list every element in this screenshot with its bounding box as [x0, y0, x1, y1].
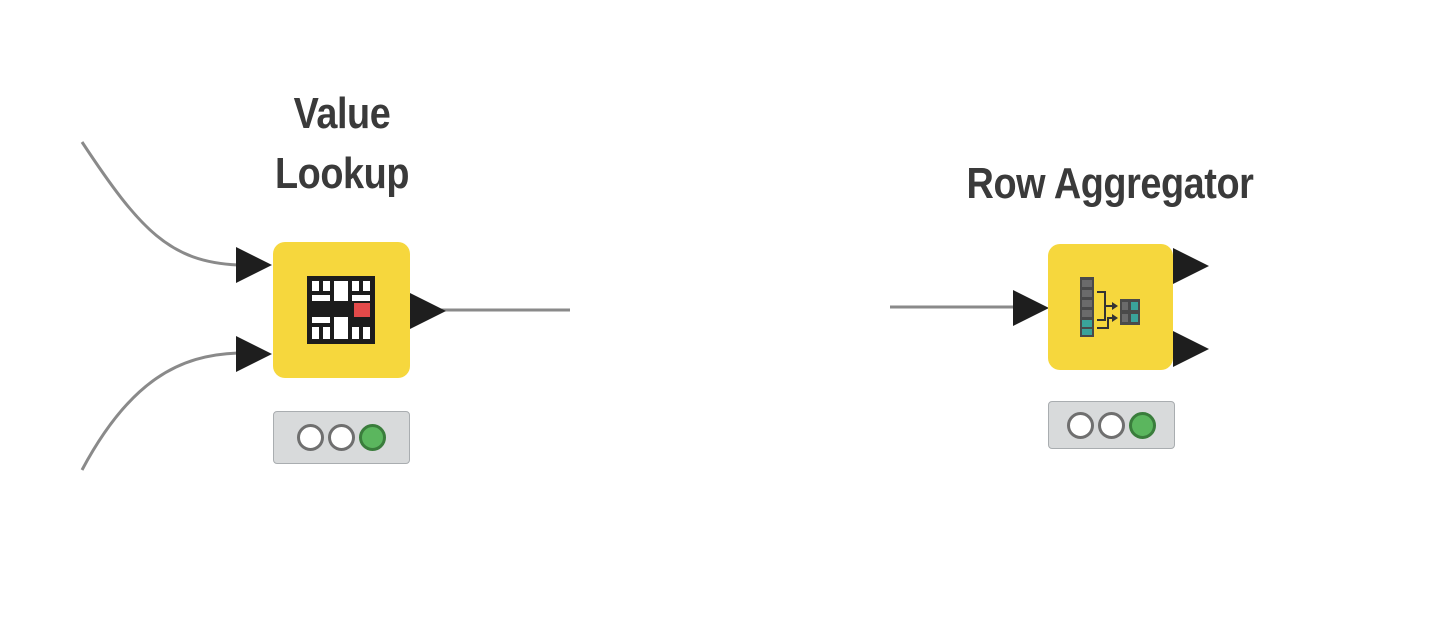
status-light-yellow: [328, 424, 355, 451]
output-port-1-aggregator[interactable]: [1173, 248, 1209, 284]
node-status-value-lookup: [273, 411, 410, 464]
output-port[interactable]: [410, 293, 446, 329]
status-light-green: [359, 424, 386, 451]
node-title-line-1: Value: [293, 89, 391, 138]
node-status-row-aggregator: [1048, 401, 1175, 449]
row-aggregator-icon: [1080, 277, 1140, 337]
node-value-lookup[interactable]: [273, 242, 410, 378]
status-light-red: [1067, 411, 1094, 439]
node-title-line-2: Lookup: [274, 149, 410, 198]
connection-line-in-1[interactable]: [80, 141, 239, 267]
input-port-1[interactable]: [236, 247, 272, 283]
input-port-aggregator[interactable]: [1013, 290, 1049, 326]
node-title-text: Row Aggregator: [966, 159, 1254, 208]
node-title-row-aggregator[interactable]: Row Aggregator: [929, 154, 1290, 214]
output-port-2-aggregator[interactable]: [1173, 331, 1209, 367]
status-light-red: [297, 424, 324, 451]
node-title-value-lookup[interactable]: Value Lookup: [256, 84, 428, 204]
input-port-2[interactable]: [236, 336, 272, 372]
status-light-green: [1129, 411, 1156, 439]
status-light-yellow: [1098, 411, 1125, 439]
node-row-aggregator[interactable]: [1048, 244, 1173, 370]
connection-line-in-2[interactable]: [80, 351, 239, 471]
value-lookup-icon: [307, 276, 375, 344]
